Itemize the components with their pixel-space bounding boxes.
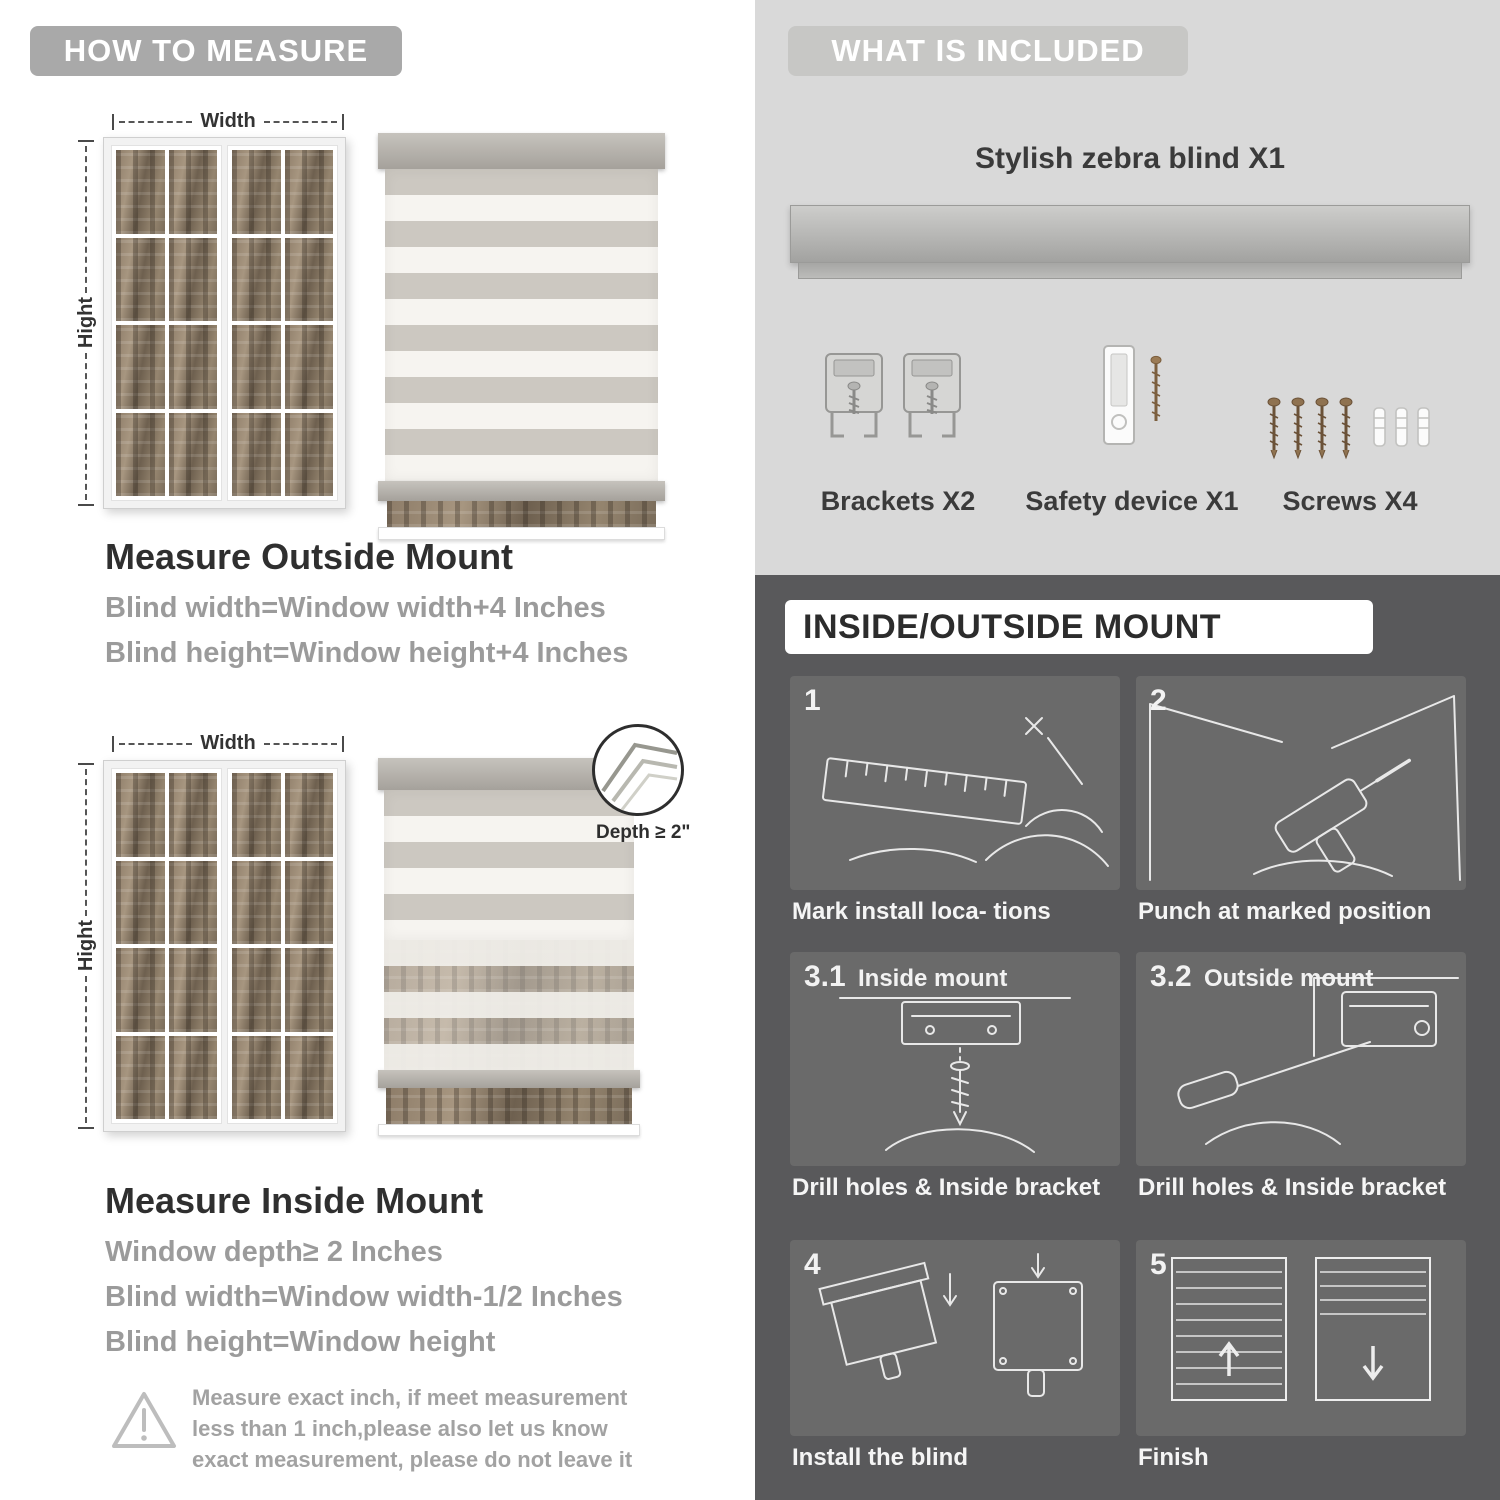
tick xyxy=(78,504,94,506)
bracket-icon xyxy=(825,353,883,438)
tick xyxy=(78,763,94,765)
width-measure-outside: Width xyxy=(112,110,345,133)
included-section xyxy=(755,0,1500,575)
tick xyxy=(342,735,345,752)
tick xyxy=(112,113,114,130)
window-below-blind xyxy=(386,1088,632,1124)
width-measure-inside: Width xyxy=(112,732,345,755)
step-number: 4 xyxy=(804,1248,821,1281)
step-caption-5: Finish xyxy=(1138,1444,1209,1471)
step-number: 3.2 xyxy=(1150,960,1192,993)
inside-bracket-art xyxy=(839,997,1071,1153)
dash-line xyxy=(85,146,87,294)
window-sash xyxy=(227,768,338,1124)
height-label: Hight xyxy=(74,297,97,349)
zebra-blind-inside-figure xyxy=(378,758,640,1136)
tick xyxy=(78,1127,94,1129)
tick xyxy=(112,735,114,752)
step-panel-2: 2 xyxy=(1136,676,1466,890)
inside-mount-label: Inside mount xyxy=(858,965,1008,992)
window-illustration-inside xyxy=(103,760,346,1132)
blind-headrail xyxy=(378,133,665,169)
inside-spec-width: Blind width=Window width-1/2 Inches xyxy=(105,1281,623,1313)
height-label: Hight xyxy=(74,920,97,972)
tick xyxy=(342,113,345,130)
dash-line xyxy=(263,742,338,745)
outside-mount-label: Outside mount xyxy=(1204,965,1374,992)
height-measure-outside: Hight xyxy=(74,140,98,506)
safety-device-label: Safety device X1 xyxy=(1025,486,1239,516)
window-below-blind xyxy=(387,501,656,527)
step-number: 1 xyxy=(804,684,821,717)
window-sash xyxy=(111,768,222,1124)
step-panel-5: 5 xyxy=(1136,1240,1466,1436)
safety-device-icon xyxy=(1094,344,1178,455)
height-measure-inside: Hight xyxy=(74,763,98,1129)
step-caption-2: Punch at marked position xyxy=(1138,898,1432,925)
window-corner-detail xyxy=(601,742,678,812)
headrail-graphic xyxy=(790,205,1470,263)
inside-mount-title: Measure Inside Mount xyxy=(105,1180,484,1221)
step-caption-3-2: Drill holes & Inside bracket xyxy=(1138,1174,1447,1201)
mark-locations-art xyxy=(822,717,1109,867)
window-sill xyxy=(378,527,665,540)
window-body xyxy=(111,768,338,1124)
screws-icons xyxy=(1262,394,1452,467)
measure-warning-text: Measure exact inch, if meet measurement … xyxy=(192,1385,633,1472)
window-sash xyxy=(111,145,222,501)
brackets-icons xyxy=(822,350,964,446)
inside-spec-height: Blind height=Window height xyxy=(105,1326,496,1358)
width-label: Width xyxy=(200,110,256,132)
window-illustration-outside xyxy=(103,137,346,509)
warning-icon xyxy=(108,1388,180,1459)
install-blind-art xyxy=(818,1253,1083,1397)
dash-line xyxy=(119,120,193,123)
step-panel-3-2: 3.2 Outside mount xyxy=(1136,952,1466,1166)
window-body xyxy=(111,145,338,501)
depth-badge: Depth ≥ 2" xyxy=(596,822,691,843)
step-number: 2 xyxy=(1150,684,1167,717)
step-caption-1: Mark install loca- tions xyxy=(792,898,1051,925)
window-sill xyxy=(378,1124,640,1136)
blind-fabric xyxy=(385,169,658,481)
outside-spec-height: Blind height=Window height+4 Inches xyxy=(105,637,629,669)
headrail-lip xyxy=(798,263,1462,279)
dash-line xyxy=(85,975,87,1123)
outside-spec-width: Blind width=Window width+4 Inches xyxy=(105,592,606,624)
depth-detail-circle xyxy=(592,724,684,816)
blind-product-label: Stylish zebra blind X1 xyxy=(974,142,1286,175)
step-number: 5 xyxy=(1150,1248,1167,1281)
step-panel-3-1: 3.1 Inside mount xyxy=(790,952,1120,1166)
screws-label: Screws X4 xyxy=(1282,486,1418,516)
width-label: Width xyxy=(200,732,256,754)
dash-line xyxy=(85,769,87,917)
outside-bracket-art xyxy=(1177,977,1459,1145)
what-is-included-header: WHAT IS INCLUDED xyxy=(788,26,1188,76)
blind-bottomrail xyxy=(378,1070,640,1088)
step-panel-4: 4 xyxy=(790,1240,1120,1436)
dash-line xyxy=(119,742,193,745)
dash-line xyxy=(85,352,87,500)
finish-art xyxy=(1171,1257,1431,1401)
blind-fabric-sheer xyxy=(384,940,634,1070)
inside-spec-depth: Window depth≥ 2 Inches xyxy=(105,1236,443,1268)
brackets-label: Brackets X2 xyxy=(820,486,976,516)
step-panel-1: 1 xyxy=(790,676,1120,890)
tick xyxy=(78,140,94,142)
step-caption-4: Install the blind xyxy=(792,1444,969,1471)
dash-line xyxy=(263,120,338,123)
blind-fabric-closed xyxy=(384,790,634,940)
outside-mount-title: Measure Outside Mount xyxy=(105,536,514,577)
inside-outside-mount-header: INSIDE/OUTSIDE MOUNT xyxy=(785,600,1373,654)
step-number: 3.1 xyxy=(804,960,846,993)
step-caption-3-1: Drill holes & Inside bracket xyxy=(792,1174,1101,1201)
zebra-blind-outside-figure xyxy=(378,133,665,540)
how-to-measure-header: HOW TO MEASURE xyxy=(30,26,402,76)
drill-art xyxy=(1149,695,1461,881)
bracket-icon xyxy=(903,353,961,438)
blind-bottomrail xyxy=(378,481,665,501)
window-sash xyxy=(227,145,338,501)
